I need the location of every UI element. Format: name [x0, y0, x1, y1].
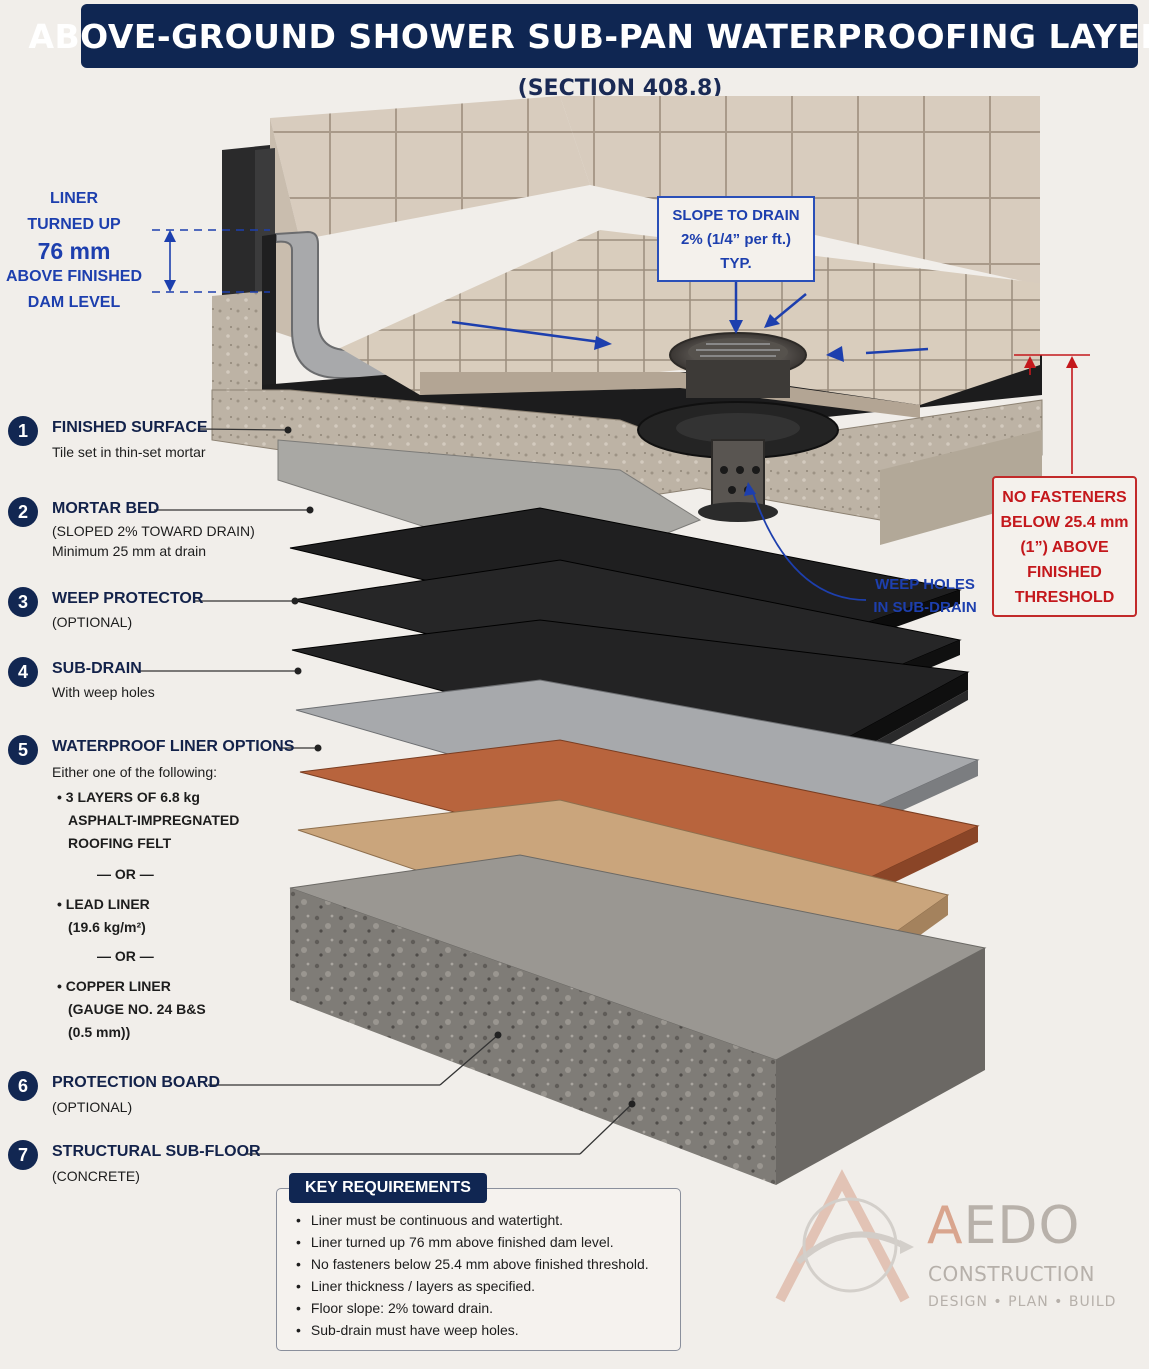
brand-subtitle: CONSTRUCTION: [928, 1262, 1095, 1286]
layer-label: STRUCTURAL SUB-FLOOR: [52, 1143, 261, 1160]
liner-callout-value: 76 mm: [37, 238, 111, 264]
key-requirements-list: Liner must be continuous and watertight.…: [296, 1209, 649, 1341]
layer-number-badge: 3: [8, 587, 38, 617]
layer-label: MORTAR BED: [52, 500, 160, 517]
liner-option-line: (0.5 mm)): [68, 1024, 131, 1040]
liner-callout-line: TURNED UP: [27, 216, 121, 233]
key-requirements-title: KEY REQUIREMENTS: [289, 1173, 487, 1203]
weep-callout-line: IN SUB-DRAIN: [873, 599, 977, 616]
liner-option-felt: • 3 LAYERS OF 6.8 kg ASPHALT-IMPREGNATED…: [57, 786, 239, 855]
weep-holes-callout: WEEP HOLES IN SUB-DRAIN: [860, 573, 990, 619]
slope-callout-line: 2% (1/4” per ft.): [680, 231, 792, 248]
layer-number-badge: 5: [8, 735, 38, 765]
layer-description: Tile set in thin-set mortar: [52, 444, 206, 460]
fastener-callout-line: FINISHED: [1027, 564, 1102, 581]
title-banner: ABOVE-GROUND SHOWER SUB-PAN WATERPROOFIN…: [28, 4, 1149, 68]
liner-turned-up-callout: LINER TURNED UP 76 mm ABOVE FINISHED DAM…: [0, 186, 148, 316]
liner-option-line: ASPHALT-IMPREGNATED: [68, 812, 240, 828]
weep-callout-line: WEEP HOLES: [875, 576, 975, 593]
layer-number-badge: 1: [8, 416, 38, 446]
fastener-callout-line: BELOW 25.4 mm: [1000, 514, 1129, 531]
liner-option-line: • COPPER LINER: [57, 978, 171, 994]
brand-name: AEDO: [927, 1196, 1080, 1256]
brand-logo-icon: [775, 1169, 914, 1303]
leader-lines: [140, 428, 633, 1155]
requirement-item: Sub-drain must have weep holes.: [296, 1319, 649, 1341]
tile-floor: [340, 230, 1040, 418]
layer-label: PROTECTION BOARD: [52, 1074, 220, 1091]
layer-description: (CONCRETE): [52, 1168, 140, 1184]
requirement-item: Liner turned up 76 mm above finished dam…: [296, 1231, 649, 1253]
layer-number-badge: 7: [8, 1140, 38, 1170]
liner-option-copper: • COPPER LINER (GAUGE NO. 24 B&S (0.5 mm…: [57, 975, 206, 1044]
layer-number-badge: 6: [8, 1071, 38, 1101]
liner-option-lead: • LEAD LINER (19.6 kg/m²): [57, 893, 150, 939]
requirement-item: Floor slope: 2% toward drain.: [296, 1297, 649, 1319]
or-separator: — OR —: [97, 948, 154, 964]
requirement-item: Liner thickness / layers as specified.: [296, 1275, 649, 1297]
layer-description: (SLOPED 2% TOWARD DRAIN): [52, 523, 255, 539]
layer-description: (OPTIONAL): [52, 1099, 133, 1115]
slope-callout-line: SLOPE TO DRAIN: [672, 207, 800, 224]
liner-callout-line: ABOVE FINISHED: [5, 268, 142, 285]
slope-callout-line: TYP.: [720, 255, 752, 272]
layer-label: WATERPROOF LINER OPTIONS: [52, 738, 295, 755]
page-title: ABOVE-GROUND SHOWER SUB-PAN WATERPROOFIN…: [28, 16, 1149, 56]
requirement-item: No fasteners below 25.4 mm above finishe…: [296, 1253, 649, 1275]
liner-option-line: • 3 LAYERS OF 6.8 kg: [57, 789, 200, 805]
concrete-subfloor: [289, 854, 987, 1185]
brand-initial: A: [927, 1196, 964, 1256]
layer-number-badge: 2: [8, 497, 38, 527]
brand-tagline: DESIGN • PLAN • BUILD: [928, 1294, 1117, 1310]
slope-to-drain-callout: SLOPE TO DRAIN 2% (1/4” per ft.) TYP.: [657, 196, 815, 282]
liner-option-line: • LEAD LINER: [57, 896, 150, 912]
layer-label: WEEP PROTECTOR: [52, 590, 204, 607]
fastener-callout-line: (1”) ABOVE: [1020, 539, 1109, 556]
liner-option-line: (GAUGE NO. 24 B&S: [68, 1001, 206, 1017]
liner-option-line: (19.6 kg/m²): [68, 919, 146, 935]
layer-label: SUB-DRAIN: [52, 660, 142, 677]
liner-dimension: [152, 229, 270, 293]
liner-callout-line: DAM LEVEL: [27, 294, 121, 311]
layer-description: (OPTIONAL): [52, 614, 133, 630]
fastener-callout-line: THRESHOLD: [1014, 589, 1115, 606]
layer-description: Minimum 25 mm at drain: [52, 543, 207, 559]
fastener-callout-line: NO FASTENERS: [1002, 489, 1127, 506]
brand-name-rest: EDO: [963, 1196, 1081, 1256]
liner-option-line: ROOFING FELT: [68, 835, 172, 851]
layer-description: Either one of the following:: [52, 764, 217, 780]
layer-number-badge: 4: [8, 657, 38, 687]
or-separator: — OR —: [97, 866, 154, 882]
no-fasteners-callout: NO FASTENERS BELOW 25.4 mm (1”) ABOVE FI…: [992, 476, 1137, 617]
requirement-item: Liner must be continuous and watertight.: [296, 1209, 649, 1231]
layer-description: With weep holes: [52, 684, 155, 700]
liner-callout-line: LINER: [50, 190, 98, 207]
layer-label: FINISHED SURFACE: [52, 419, 208, 436]
